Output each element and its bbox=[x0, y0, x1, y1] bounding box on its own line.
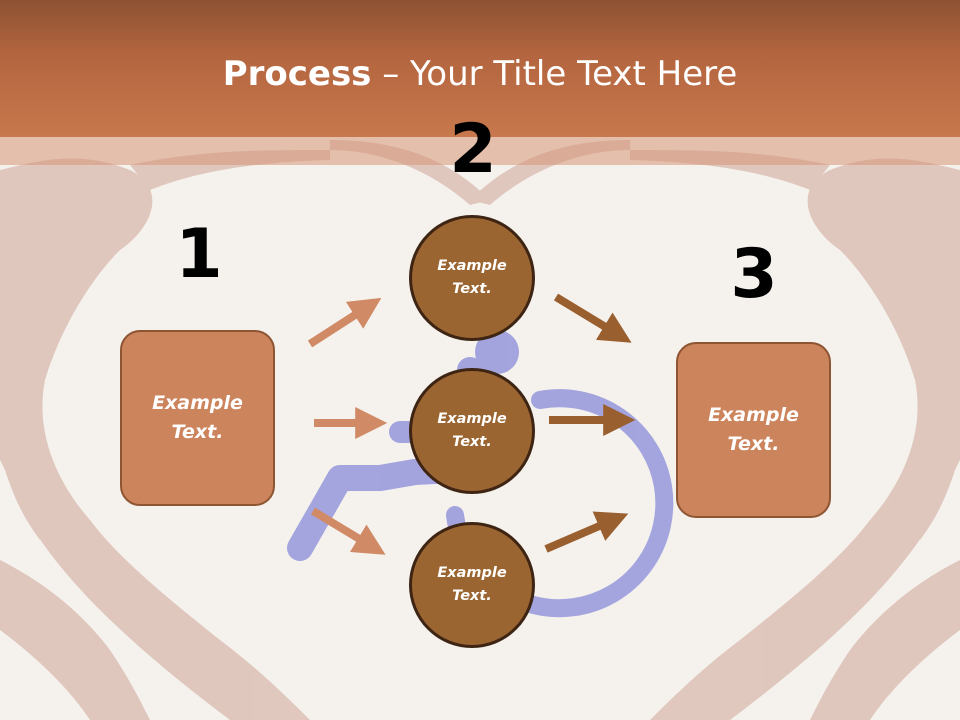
step-2-text-top: Example Text. bbox=[437, 258, 507, 297]
step-3-number: 3 bbox=[730, 235, 778, 314]
arrow-top-to-3 bbox=[553, 293, 632, 343]
step-1-box: Example Text. bbox=[120, 330, 275, 506]
step-2-text-middle: Example Text. bbox=[437, 411, 507, 450]
title-banner-band bbox=[0, 137, 960, 165]
step-1-number: 1 bbox=[175, 215, 223, 294]
arrow-bottom-to-3 bbox=[544, 511, 629, 553]
step-2-text-bottom: Example Text. bbox=[437, 565, 507, 604]
title-bold: Process bbox=[222, 54, 372, 94]
arrow-1-to-bottom bbox=[310, 507, 386, 555]
step-2-number: 2 bbox=[449, 110, 497, 189]
step-2-circle-bottom: Example Text. bbox=[409, 522, 535, 648]
step-2-circle-top: Example Text. bbox=[409, 215, 535, 341]
step-3-text: Example Text. bbox=[708, 404, 799, 455]
title-banner bbox=[0, 0, 960, 137]
arrow-1-to-top bbox=[307, 297, 382, 348]
step-3-box: Example Text. bbox=[676, 342, 831, 518]
slide-title: Process – Your Title Text Here bbox=[0, 52, 960, 96]
step-2-circle-middle: Example Text. bbox=[409, 368, 535, 494]
step-1-text: Example Text. bbox=[152, 392, 243, 443]
title-rest: – Your Title Text Here bbox=[371, 54, 738, 94]
